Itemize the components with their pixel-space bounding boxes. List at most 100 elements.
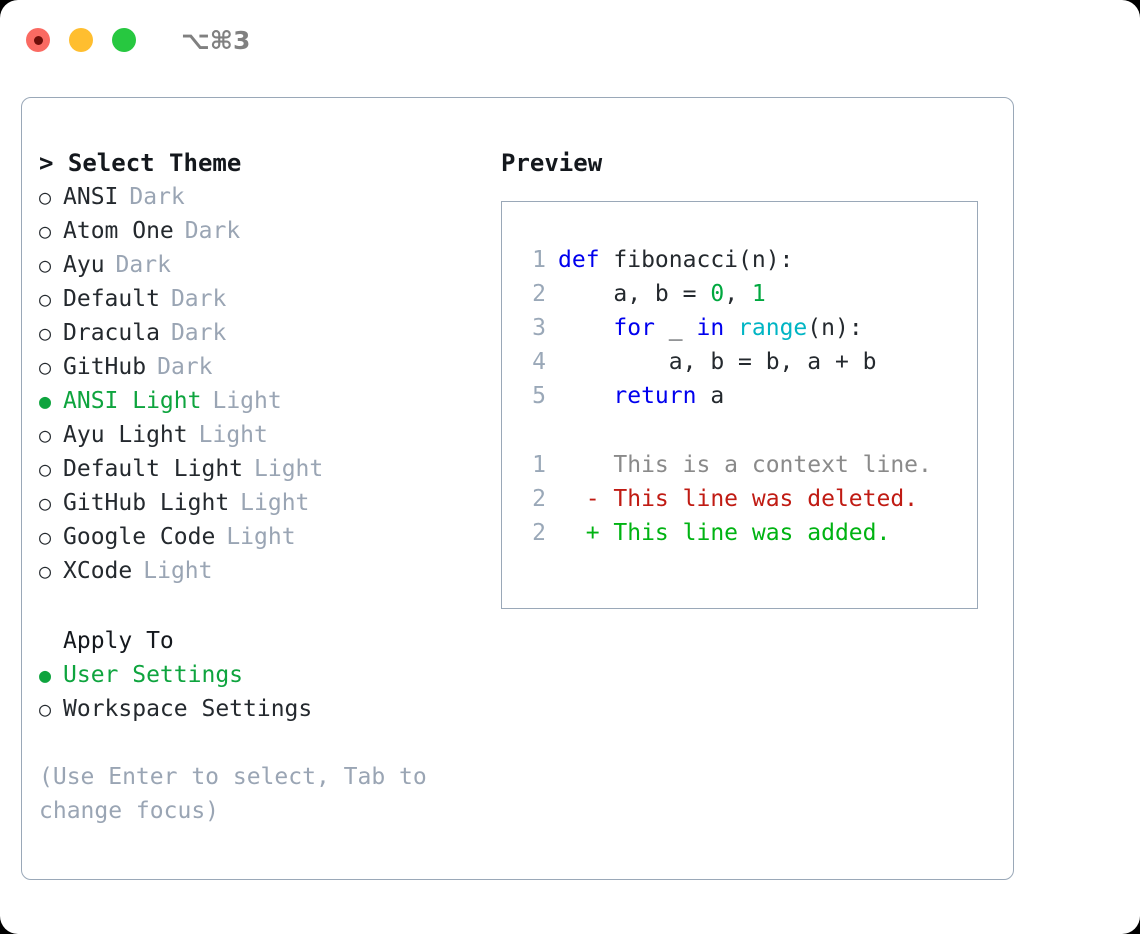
option-variant-tag: Light [212,388,282,414]
code-token-kw: return [613,383,697,409]
radio-unselected-icon: ○ [39,457,52,481]
code-text: a, b = 0, 1 [558,277,766,311]
line-number: 1 [532,247,546,273]
radio-unselected-icon: ○ [39,525,52,549]
option-variant-tag: Light [226,524,296,550]
preview-spacer [512,413,977,448]
option-variant-tag: Dark [129,184,185,210]
radio-selected-icon: ● [39,663,52,687]
code-token-plain: fibonacci(n): [599,247,794,273]
code-text: a, b = b, a + b [558,345,877,379]
option-variant-tag: Light [143,558,213,584]
option-label: ANSI [63,184,119,210]
option-label: Default [63,286,160,312]
code-text: for _ in range(n): [558,311,863,345]
option-variant-tag: Dark [170,286,227,312]
option-variant-tag: Dark [184,218,241,244]
close-button[interactable] [26,28,50,52]
option-variant-tag: Dark [170,320,227,346]
line-number: 3 [532,315,546,341]
code-token-plain [558,383,613,409]
code-token-plain [724,315,738,341]
diff-line-add: 2 + This line was added. [512,516,977,550]
radio-unselected-icon: ○ [39,185,52,209]
radio-unselected-icon: ○ [39,219,52,243]
apply-to-heading: Apply To [63,628,174,654]
option-label: Ayu Light [63,422,188,448]
option-label: Ayu [63,252,105,278]
theme-option-xcode[interactable]: ○ XCode Light [39,554,499,588]
option-label: Workspace Settings [63,696,313,722]
option-label: Google Code [63,524,216,550]
preview-heading: Preview [501,149,603,177]
option-label: XCode [63,558,133,584]
theme-option-github-light[interactable]: ○ GitHub Light Light [39,486,499,520]
code-line: 5 return a [512,379,977,413]
theme-option-ansi[interactable]: ○ ANSI Dark [39,180,499,214]
select-theme-heading: > Select Theme [39,149,242,177]
diff-text: - This line was deleted. [558,486,919,512]
code-token-plain: (n): [807,315,863,341]
radio-unselected-icon: ○ [39,423,52,447]
diff-line-ctx: 1 This is a context line. [512,448,977,482]
option-label: GitHub Light [63,490,230,516]
apply-to-option-list[interactable]: ●User Settings○Workspace Settings [39,658,499,726]
option-label: Default Light [63,456,244,482]
title-bar: ⌥⌘3 [0,0,1140,80]
code-token-plain [558,315,613,341]
window-controls [26,28,136,52]
line-number: 5 [532,383,546,409]
code-token-plain: , [724,281,752,307]
option-variant-tag: Dark [157,354,213,380]
keyboard-hint-text: (Use Enter to select, Tab to change focu… [39,764,427,824]
radio-unselected-icon: ○ [39,491,52,515]
code-token-plain: a, b = [558,281,711,307]
theme-option-github[interactable]: ○ GitHub Dark [39,350,499,384]
code-text: def fibonacci(n): [558,243,793,277]
option-label: GitHub [63,354,147,380]
code-line: 1 def fibonacci(n): [512,243,977,277]
code-token-plain: _ [654,315,697,341]
theme-option-google-code[interactable]: ○ Google Code Light [39,520,499,554]
code-text: return a [558,379,724,413]
option-variant-tag: Light [240,490,310,516]
option-label: Dracula [63,320,160,346]
code-token-kw: def [558,247,600,273]
radio-unselected-icon: ○ [39,253,52,277]
apply-to-option-workspace-settings[interactable]: ○Workspace Settings [39,692,499,726]
code-token-fn: range [738,315,808,341]
code-line: 2 a, b = 0, 1 [512,277,977,311]
theme-option-default-light[interactable]: ○ Default Light Light [39,452,499,486]
maximize-button[interactable] [112,28,136,52]
code-token-kw: for [613,315,655,341]
minimize-button[interactable] [69,28,93,52]
keyboard-shortcut-label: ⌥⌘3 [181,25,251,55]
diff-sample-block: 1 This is a context line.2 - This line w… [512,448,977,550]
radio-unselected-icon: ○ [39,287,52,311]
code-token-num: 0 [710,281,725,307]
radio-unselected-icon: ○ [39,559,52,583]
apply-to-option-user-settings[interactable]: ●User Settings [39,658,499,692]
theme-option-default[interactable]: ○ Default Dark [39,282,499,316]
radio-unselected-icon: ○ [39,321,52,345]
code-token-num: 1 [751,281,766,307]
option-variant-tag: Light [254,456,324,482]
radio-unselected-icon: ○ [39,355,52,379]
theme-option-dracula[interactable]: ○ Dracula Dark [39,316,499,350]
diff-text: This is a context line. [558,452,932,478]
code-token-plain: a, b = b, a + b [558,349,877,375]
line-number: 2 [532,281,546,307]
radio-selected-icon: ● [39,389,52,413]
diff-line-del: 2 - This line was deleted. [512,482,977,516]
